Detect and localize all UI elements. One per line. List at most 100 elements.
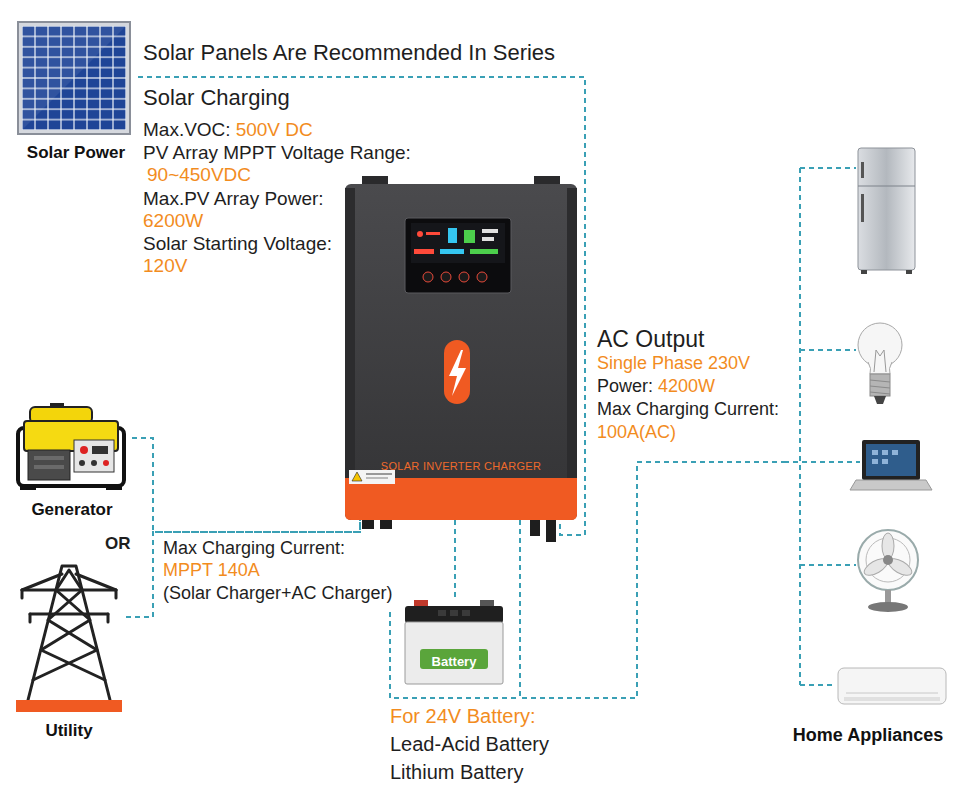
spec-value: 6200W	[143, 211, 203, 232]
text-holder: Max Charging Current:	[163, 539, 345, 559]
battery-type: Lead-Acid Battery	[390, 733, 549, 755]
text-holder: Single Phase 230V	[597, 354, 750, 374]
text-holder: Utility	[45, 722, 92, 741]
text-holder: Generator	[31, 501, 112, 520]
section-heading: For 24V Battery:	[390, 705, 536, 727]
inverter-illustration	[440, 249, 464, 254]
appliance-group: Home Appliances	[784, 140, 952, 752]
inverter-illustration	[411, 223, 505, 263]
inverter-illustration	[349, 470, 395, 484]
appliance-bus-wire	[800, 349, 856, 351]
node-caption: Home Appliances	[793, 726, 943, 746]
spec-value: 120V	[143, 256, 187, 277]
spec-note: (Solar Charger+AC Charger)	[163, 584, 393, 604]
inverter-illustration	[459, 272, 469, 282]
air-conditioner-icon	[838, 668, 946, 704]
section-heading: Solar Charging	[143, 86, 290, 110]
solar-panel-icon	[18, 22, 130, 134]
section-heading: AC Output	[597, 327, 704, 352]
laptop-icon	[850, 440, 932, 490]
utility-tower-icon	[22, 590, 116, 622]
generator-icon	[28, 450, 70, 480]
utility-tower-icon	[22, 574, 116, 590]
text-holder: Battery	[432, 652, 477, 670]
text-holder: AC Output	[597, 327, 704, 352]
inverter-illustration	[464, 230, 475, 243]
text-holder: 6200W	[143, 211, 203, 232]
fridge-icon	[858, 148, 915, 274]
generator-icon	[103, 460, 109, 466]
inverter-illustration	[546, 520, 556, 542]
fan-icon	[858, 530, 918, 590]
power-connector	[132, 438, 360, 532]
laptop-icon	[866, 444, 916, 476]
spec-value: 500V DC	[236, 120, 313, 141]
spec-name: Solar Starting Voltage:	[143, 234, 332, 255]
light-bulb-icon	[870, 374, 890, 396]
air-conditioner-icon	[838, 668, 946, 704]
text-holder: 500V DC	[236, 120, 313, 141]
appliance-bus-wire	[800, 684, 836, 686]
generator-icon	[18, 403, 124, 490]
power-connector	[454, 520, 456, 600]
edge-group	[126, 77, 784, 698]
fridge-icon	[861, 270, 867, 274]
spec-value: Single Phase 230V	[597, 354, 750, 374]
appliance-bus-wire	[800, 564, 856, 566]
fan-icon	[858, 530, 918, 612]
fridge-icon	[906, 270, 912, 274]
inverter-illustration	[449, 350, 466, 396]
inverter-illustration	[423, 272, 433, 282]
text-holder: PV Array MPPT Voltage Range:	[143, 143, 411, 164]
light-bulb-icon	[870, 380, 890, 382]
fan-icon	[885, 590, 891, 604]
inverter-illustration	[345, 478, 577, 520]
light-bulb-icon	[858, 323, 902, 404]
generator-icon	[91, 460, 97, 466]
inverter-illustration	[441, 272, 451, 282]
fridge-icon	[858, 186, 915, 187]
utility-tower-icon	[28, 566, 110, 700]
generator-icon	[34, 465, 64, 469]
utility-tower-icon	[22, 566, 116, 700]
text-holder: For 24V Battery:	[390, 705, 536, 727]
text-holder: 4200W	[658, 377, 715, 397]
generator-icon	[74, 440, 114, 472]
spec-value: 100A(AC)	[597, 423, 676, 443]
spec-value: 90~450VDC	[147, 165, 251, 186]
text-holder: Lithium Battery	[390, 761, 523, 783]
spec-name: Max Charging Current:	[597, 400, 779, 420]
diagram-title: Solar Panels Are Recommended In Series	[143, 41, 555, 65]
text-holder: Solar Charging	[143, 86, 290, 110]
inverter-illustration	[366, 477, 388, 479]
generator-icon	[80, 446, 88, 454]
battery-icon	[405, 600, 503, 684]
power-connector	[520, 462, 784, 698]
generator-icon	[79, 460, 85, 466]
inverter-illustration	[417, 231, 423, 237]
spec-name: Power:	[597, 377, 653, 397]
battery-wire	[390, 612, 520, 698]
air-conditioner-icon	[846, 693, 938, 694]
appliance-bus-wire	[799, 168, 801, 685]
text-holder: Max.PV Array Power:	[143, 189, 324, 210]
inverter-illustration	[414, 249, 434, 254]
laptop-icon	[892, 450, 898, 455]
power-connector	[138, 77, 585, 535]
inverter-illustration	[444, 340, 470, 404]
inverter-illustration	[345, 184, 577, 520]
battery-type: Lithium Battery	[390, 761, 523, 783]
appliance-bus-wire	[800, 167, 856, 169]
inverter-illustration	[405, 218, 511, 293]
spec-name: Max.VOC:	[143, 120, 231, 141]
inverter-illustration	[567, 188, 577, 478]
battery-icon	[450, 610, 458, 616]
inverter-illustration	[448, 228, 457, 243]
spec-value: MPPT 140A	[163, 561, 260, 581]
separator-word: OR	[105, 535, 131, 554]
node-caption: Utility	[45, 722, 92, 741]
text-holder: Home Appliances	[793, 726, 943, 746]
text-holder: SOLAR INVERTER CHARGER	[381, 456, 541, 474]
text-holder: Max.VOC:	[143, 120, 231, 141]
